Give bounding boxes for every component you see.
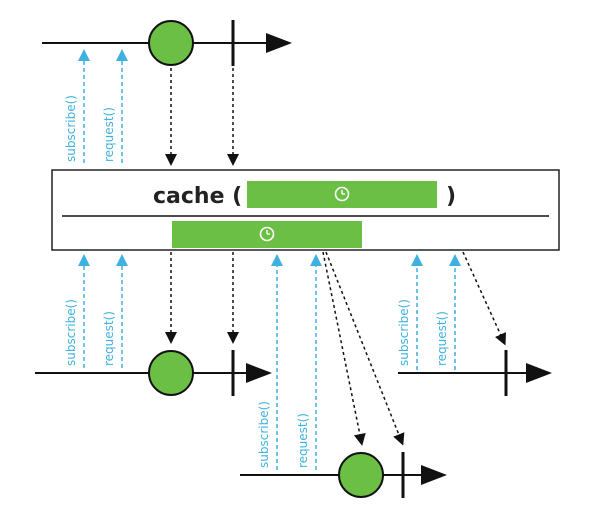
operator-box: cache ( ) [51,169,560,251]
request-label: request() [102,311,116,366]
clock-icon [259,226,275,242]
request-label: request() [435,311,449,366]
subscriber1-emission-arrows [165,252,239,344]
subscriber3-timeline [398,350,552,396]
subscriber1-item-marble [148,350,194,396]
complete-replay-arrow [325,251,405,446]
request-label: request() [102,107,116,162]
subscriber2-item-marble [338,452,384,498]
subscribe-label: subscribe() [257,401,271,468]
subscriber2-timeline-arrowhead [421,465,447,485]
subscriber3-request-arrows: subscribe() request() [397,254,461,370]
subscribe-label: subscribe() [64,299,78,366]
subscriber3-emission-arrows [462,251,506,346]
source-timeline-arrowhead [266,33,292,53]
subscriber2-request-arrows: subscribe() request() [257,254,322,470]
source-item-marble [148,20,194,66]
item-replay-arrow [322,251,366,446]
subscriber1-request-arrows: subscribe() request() [64,254,128,368]
subscriber1-timeline [35,350,272,396]
subscriber3-timeline-arrowhead [526,363,552,383]
subscriber2-replay-arrows [322,251,405,446]
request-label: request() [296,413,310,468]
subscriber1-timeline-arrowhead [246,363,272,383]
clock-icon [334,186,350,202]
complete-emission-arrow [462,251,506,346]
subscribe-label: subscribe() [64,95,78,162]
subscribe-label: subscribe() [397,299,411,366]
source-request-arrows: subscribe() request() [64,49,128,163]
operator-close-paren: ) [446,184,456,209]
subscriber2-timeline [240,452,447,498]
operator-name: cache ( [153,184,242,209]
source-timeline [42,20,292,66]
source-emission-arrows [165,68,239,166]
